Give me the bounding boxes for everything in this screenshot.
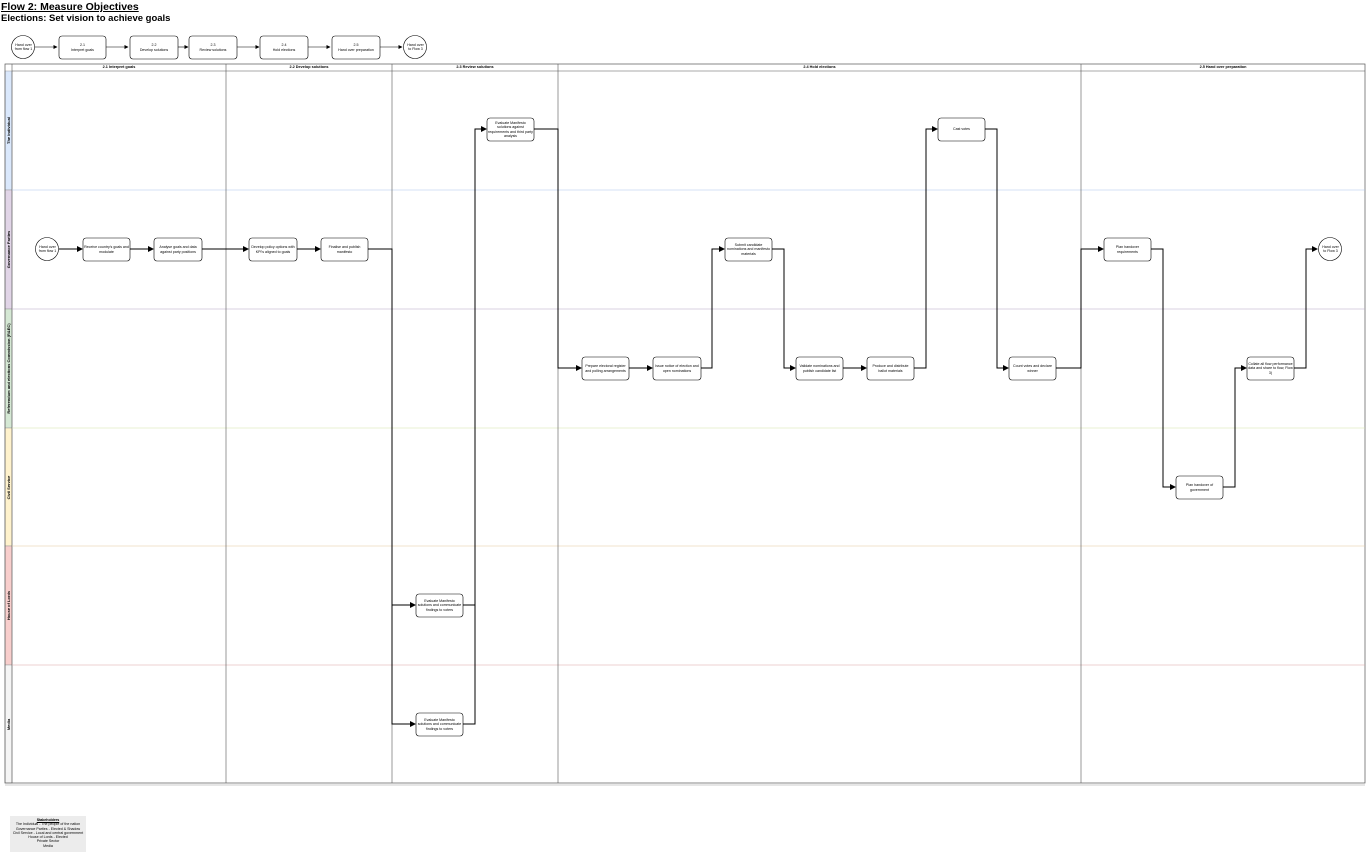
task-receive-goals (82, 237, 131, 262)
column-header-hold-elections: 2.4 Hold elections (803, 65, 836, 69)
stakeholder-line: Governance Parties - Elected & Shadow (15, 826, 81, 831)
overview-end-label: Hand over to Flow 3 (407, 42, 424, 51)
overview-start-node (11, 35, 35, 59)
pool-frame (4, 63, 1366, 784)
stakeholders-legend: Stakeholders The Individual - The people… (10, 816, 86, 852)
task-prepare-register-label: Prepare electoral register and polling a… (585, 364, 626, 373)
task-count-votes (1008, 356, 1057, 381)
task-analyse-goals-label: Analyse goals and data against party pos… (159, 245, 197, 254)
task-collate-data-label: Collate all flow performance data and sh… (1248, 362, 1293, 375)
task-plan-handover-government-label: Plan handover of government (1185, 483, 1214, 492)
stakeholder-line: House of Lords - Elected (28, 835, 68, 840)
column-header-hand-over-preparation: 2.5 Hand over preparation (1199, 65, 1247, 69)
start-node (35, 237, 59, 261)
page-subtitle: Elections: Set vision to achieve goals (1, 13, 171, 24)
task-evaluate-media-label: Evaluate Manifesto solutions and communi… (417, 718, 462, 731)
column-header-interpret-goals: 2.1 Interpret goals (102, 65, 136, 69)
task-issue-notice-label: Issue notice of election and open nomina… (655, 364, 699, 373)
task-receive-goals-label: Receive country's goals and modulate (84, 245, 129, 254)
task-evaluate-lords (415, 593, 464, 618)
stakeholder-line: Civil Service - Local and central govern… (12, 830, 84, 835)
task-produce-ballot (866, 356, 915, 381)
stakeholders-heading: Stakeholders (36, 818, 60, 822)
task-validate-nominations-label: Validate nominations and publish candida… (799, 364, 840, 373)
stakeholder-line: Private Sector (36, 839, 60, 844)
lane-label-governance-parties: Governance Parties (6, 230, 11, 269)
lane-label-house-of-lords: House of Lords (6, 590, 11, 621)
stakeholder-line: Media (43, 843, 53, 848)
task-produce-ballot-label: Produce and distribute ballot materials (872, 364, 909, 373)
task-prepare-register (581, 356, 630, 381)
page-title: Flow 2: Measure Objectives (1, 1, 139, 13)
task-finalise-manifesto (320, 237, 369, 262)
task-plan-handover-requirements-label: Plan handover requirements (1115, 245, 1140, 254)
task-submit-nominations (724, 237, 773, 262)
overview-end-node (403, 35, 427, 59)
overview-step-2-4 (259, 35, 309, 60)
lane-label-individual: The Individual (6, 117, 11, 144)
task-plan-handover-requirements (1103, 237, 1152, 262)
task-issue-notice (652, 356, 702, 381)
task-evaluate-individual (486, 117, 535, 142)
task-analyse-goals (153, 237, 203, 262)
task-finalise-manifesto-label: Finalise and publish manifesto (328, 245, 361, 254)
overview-step-2-5 (331, 35, 381, 60)
task-collate-data (1246, 356, 1295, 381)
lane-label-rec: Referendum and elections Commission (R&E… (6, 323, 11, 414)
task-develop-policy (248, 237, 298, 262)
overview-step-2-2 (129, 35, 179, 60)
lane-label-civil-service: Civil Service (6, 475, 11, 500)
stakeholder-line: The Individual - The people of the natio… (15, 822, 81, 827)
task-evaluate-lords-label: Evaluate Manifesto solutions and communi… (417, 599, 462, 612)
task-develop-policy-label: Develop policy options with KPI's aligne… (251, 245, 295, 254)
task-plan-handover-government (1175, 475, 1224, 500)
overview-start-label: Hand over from flow 1 (14, 42, 33, 51)
start-node-label: Hand over from flow 1 (38, 244, 57, 253)
overview-step-2-1 (58, 35, 107, 60)
task-count-votes-label: Count votes and declare winner (1013, 364, 1052, 373)
end-node (1318, 237, 1342, 261)
column-header-review-solutions: 2.3 Review solutions (456, 65, 494, 69)
lane-label-media: Media (6, 718, 11, 731)
column-header-develop-solutions: 2.2 Develop solutions (289, 65, 329, 69)
task-evaluate-media (415, 712, 464, 737)
task-validate-nominations (795, 356, 844, 381)
task-submit-nominations-label: Submit candidate nominations and manifes… (727, 243, 770, 256)
task-cast-votes-label: Cast votes (953, 127, 970, 132)
overview-step-2-3 (188, 35, 238, 60)
task-cast-votes (937, 117, 986, 142)
task-evaluate-individual-label: Evaluate Manifesto solutions against req… (488, 121, 533, 138)
end-node-label: Hand over to Flow 3 (1322, 244, 1339, 253)
